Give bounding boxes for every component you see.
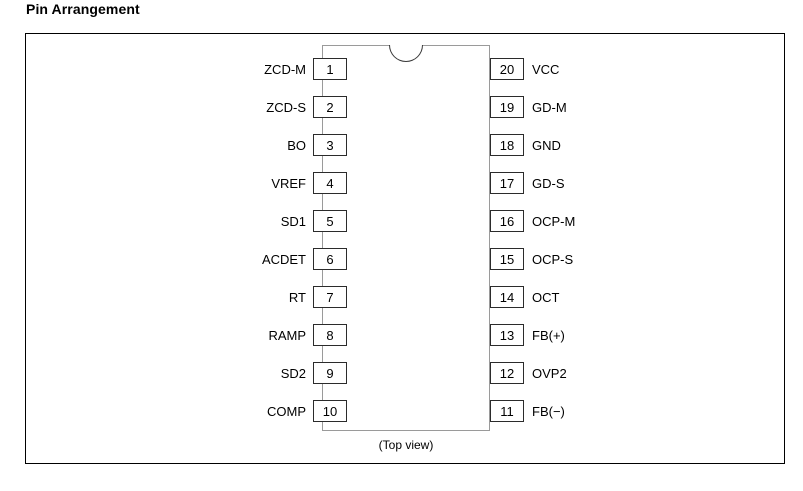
pin-row: 14 OCT bbox=[490, 286, 670, 308]
pin-label: GD-S bbox=[532, 175, 565, 191]
package-notch-icon bbox=[389, 45, 423, 62]
pin-label: VCC bbox=[532, 61, 560, 77]
pin-number-box: 2 bbox=[313, 96, 347, 118]
pin-label: BO bbox=[287, 137, 306, 153]
pin-label: RAMP bbox=[268, 327, 306, 343]
pin-row: ACDET 6 bbox=[181, 248, 347, 270]
pin-row: BO 3 bbox=[181, 134, 347, 156]
pin-number-box: 6 bbox=[313, 248, 347, 270]
pin-number-box: 14 bbox=[490, 286, 524, 308]
pin-label: OVP2 bbox=[532, 365, 567, 381]
pin-row: 15 OCP-S bbox=[490, 248, 670, 270]
pin-row: RT 7 bbox=[181, 286, 347, 308]
pin-row: SD2 9 bbox=[181, 362, 347, 384]
pin-number-box: 7 bbox=[313, 286, 347, 308]
pin-label: FB(+) bbox=[532, 327, 565, 343]
pin-number-box: 10 bbox=[313, 400, 347, 422]
pin-number-box: 18 bbox=[490, 134, 524, 156]
pin-label: ACDET bbox=[261, 251, 306, 267]
pin-row: 18 GND bbox=[490, 134, 670, 156]
pin-row: ZCD-M 1 bbox=[181, 58, 347, 80]
pin-label: GD-M bbox=[532, 99, 567, 115]
pin-label: OCT bbox=[532, 289, 560, 305]
pin-number-box: 12 bbox=[490, 362, 524, 384]
pin-number-box: 4 bbox=[313, 172, 347, 194]
pin-row: 19 GD-M bbox=[490, 96, 670, 118]
pin-number-box: 9 bbox=[313, 362, 347, 384]
pin-number-box: 16 bbox=[490, 210, 524, 232]
pin-label: FB(−) bbox=[532, 403, 565, 419]
pin-number-box: 8 bbox=[313, 324, 347, 346]
pin-row: SD1 5 bbox=[181, 210, 347, 232]
pin-row: 20 VCC bbox=[490, 58, 670, 80]
pin-label: RT bbox=[288, 289, 306, 305]
pin-row: COMP 10 bbox=[181, 400, 347, 422]
pin-row: 16 OCP-M bbox=[490, 210, 670, 232]
pin-row: 17 GD-S bbox=[490, 172, 670, 194]
pin-row: 12 OVP2 bbox=[490, 362, 670, 384]
pin-label: SD2 bbox=[280, 365, 306, 381]
pin-number-box: 3 bbox=[313, 134, 347, 156]
pin-label: OCP-M bbox=[532, 213, 576, 229]
pin-row: 13 FB(+) bbox=[490, 324, 670, 346]
pin-label: SD1 bbox=[280, 213, 306, 229]
pin-number-box: 5 bbox=[313, 210, 347, 232]
pin-row: 11 FB(−) bbox=[490, 400, 670, 422]
pin-label: VREF bbox=[271, 175, 306, 191]
pin-label: ZCD-M bbox=[264, 61, 306, 77]
view-caption: (Top view) bbox=[378, 438, 434, 452]
pin-row: VREF 4 bbox=[181, 172, 347, 194]
page-title: Pin Arrangement bbox=[26, 1, 140, 17]
pin-label: ZCD-S bbox=[266, 99, 306, 115]
pin-row: RAMP 8 bbox=[181, 324, 347, 346]
pin-label: COMP bbox=[267, 403, 306, 419]
pin-label: GND bbox=[532, 137, 561, 153]
pin-number-box: 19 bbox=[490, 96, 524, 118]
pin-number-box: 1 bbox=[313, 58, 347, 80]
pin-number-box: 13 bbox=[490, 324, 524, 346]
pin-row: ZCD-S 2 bbox=[181, 96, 347, 118]
pin-number-box: 15 bbox=[490, 248, 524, 270]
pin-number-box: 20 bbox=[490, 58, 524, 80]
pin-label: OCP-S bbox=[532, 251, 574, 267]
chip-package-body bbox=[322, 45, 490, 431]
pin-number-box: 17 bbox=[490, 172, 524, 194]
pin-number-box: 11 bbox=[490, 400, 524, 422]
